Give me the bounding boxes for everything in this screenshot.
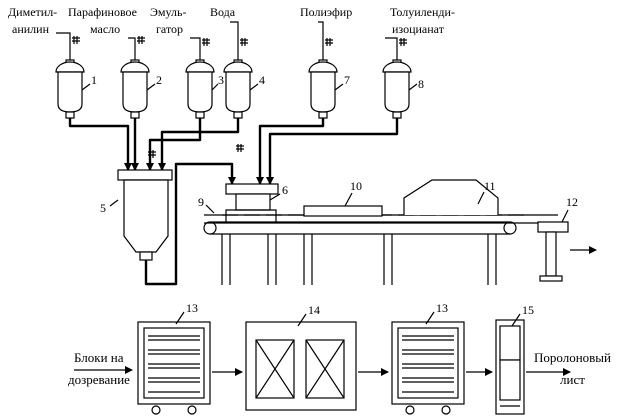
tank-8-number: 8 — [418, 77, 424, 91]
label-emulsifier: Эмуль- — [150, 5, 186, 19]
tank-2 — [120, 59, 156, 119]
cutter-12-number: 12 — [566, 195, 578, 209]
chamber-10-number: 10 — [350, 179, 362, 193]
tunnel-11 — [403, 179, 499, 215]
valve-icons — [72, 36, 407, 158]
curing-chamber-14 — [245, 313, 357, 411]
tank-1 — [55, 59, 91, 119]
tunnel-11-number: 11 — [484, 179, 496, 193]
label-toluene-diisocyanate-2: изоцианат — [392, 22, 445, 36]
label-foam-sheet: Поролоновый — [534, 350, 611, 365]
conveyor-9 — [203, 204, 558, 285]
mixer-5-number: 5 — [100, 201, 106, 215]
chamber-14-number: 14 — [308, 303, 320, 317]
label-blocks-for-curing: Блоки на — [74, 350, 124, 365]
tank-7 — [308, 59, 344, 119]
feed-pipes-to-head — [256, 118, 399, 185]
rack-13-left — [137, 311, 211, 415]
label-water: Вода — [210, 5, 236, 19]
label-paraffin-oil-2: масло — [90, 22, 120, 36]
rack-13-right — [391, 311, 465, 415]
mixing-head-6 — [225, 183, 281, 211]
label-dimethylaniline-2: анилин — [12, 22, 50, 36]
conveyor-9-number: 9 — [198, 195, 204, 209]
label-polyester: Полиэфир — [300, 5, 352, 19]
mixer-5 — [109, 169, 173, 261]
tank-8 — [382, 59, 418, 119]
tank-4-number: 4 — [259, 73, 265, 87]
feed-pipes-to-mixer — [68, 118, 240, 171]
chamber-10 — [303, 192, 383, 217]
tank-1-number: 1 — [91, 73, 97, 87]
label-paraffin-oil: Парафиновое — [68, 5, 137, 19]
label-dimethylaniline: Диметил- — [8, 5, 57, 19]
rack-13a-number: 13 — [186, 301, 198, 315]
tank-7-number: 7 — [344, 73, 350, 87]
label-foam-sheet-2: лист — [560, 372, 585, 387]
head-6-number: 6 — [282, 183, 288, 197]
mixer-output-pipe — [144, 162, 236, 286]
tank-2-number: 2 — [156, 73, 162, 87]
label-toluene-diisocyanate: Толуиленди- — [390, 5, 455, 19]
rack-13b-number: 13 — [436, 301, 448, 315]
tank-3-number: 3 — [218, 73, 224, 87]
splitter-15 — [495, 313, 525, 415]
input-pipes — [56, 21, 398, 60]
label-emulsifier-2: гатор — [156, 22, 183, 36]
cutter-12 — [537, 209, 569, 282]
splitter-15-number: 15 — [522, 303, 534, 317]
tank-3 — [185, 59, 219, 119]
label-blocks-for-curing-2: дозревание — [68, 372, 130, 387]
tank-4 — [223, 59, 259, 119]
